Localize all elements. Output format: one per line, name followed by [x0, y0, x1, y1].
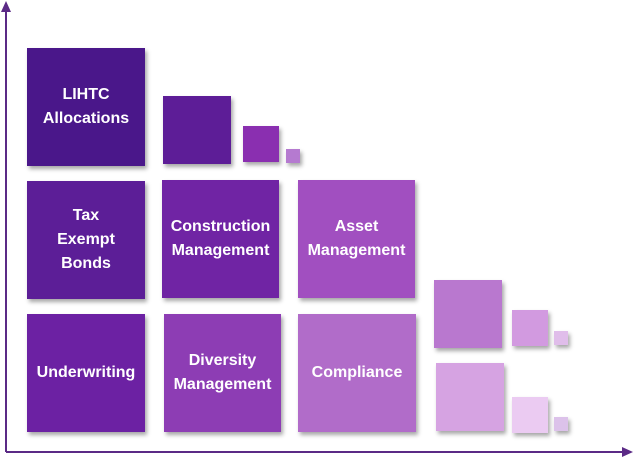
box-lihtc-allocations: LIHTC Allocations	[27, 48, 145, 166]
box-asset-management: Asset Management	[298, 180, 415, 298]
decorative-square	[243, 126, 279, 162]
box-label: Tax Exempt Bonds	[57, 207, 115, 272]
box-underwriting: Underwriting	[27, 314, 145, 432]
box-label: Compliance	[311, 364, 403, 381]
decorative-square	[286, 149, 300, 163]
box-diversity-management: Diversity Management	[164, 314, 281, 432]
decorative-square	[434, 280, 502, 348]
y-axis-arrowhead	[1, 1, 11, 12]
decorative-square	[436, 363, 504, 431]
decorative-square	[554, 417, 568, 431]
box-tax-exempt-bonds: Tax Exempt Bonds	[27, 181, 145, 299]
box-label: Asset Management	[307, 218, 406, 259]
box-compliance: Compliance	[298, 314, 416, 432]
box-label: Underwriting	[36, 364, 136, 381]
decorative-square	[554, 331, 568, 345]
box-label: LIHTC Allocations	[42, 86, 130, 127]
box-label: Diversity Management	[173, 352, 272, 393]
decorative-square	[163, 96, 231, 164]
x-axis-arrowhead	[622, 447, 633, 457]
decorative-square	[512, 310, 548, 346]
decorative-square	[512, 397, 548, 433]
box-construction-management: Construction Management	[162, 180, 279, 298]
box-label: Construction Management	[170, 218, 271, 259]
